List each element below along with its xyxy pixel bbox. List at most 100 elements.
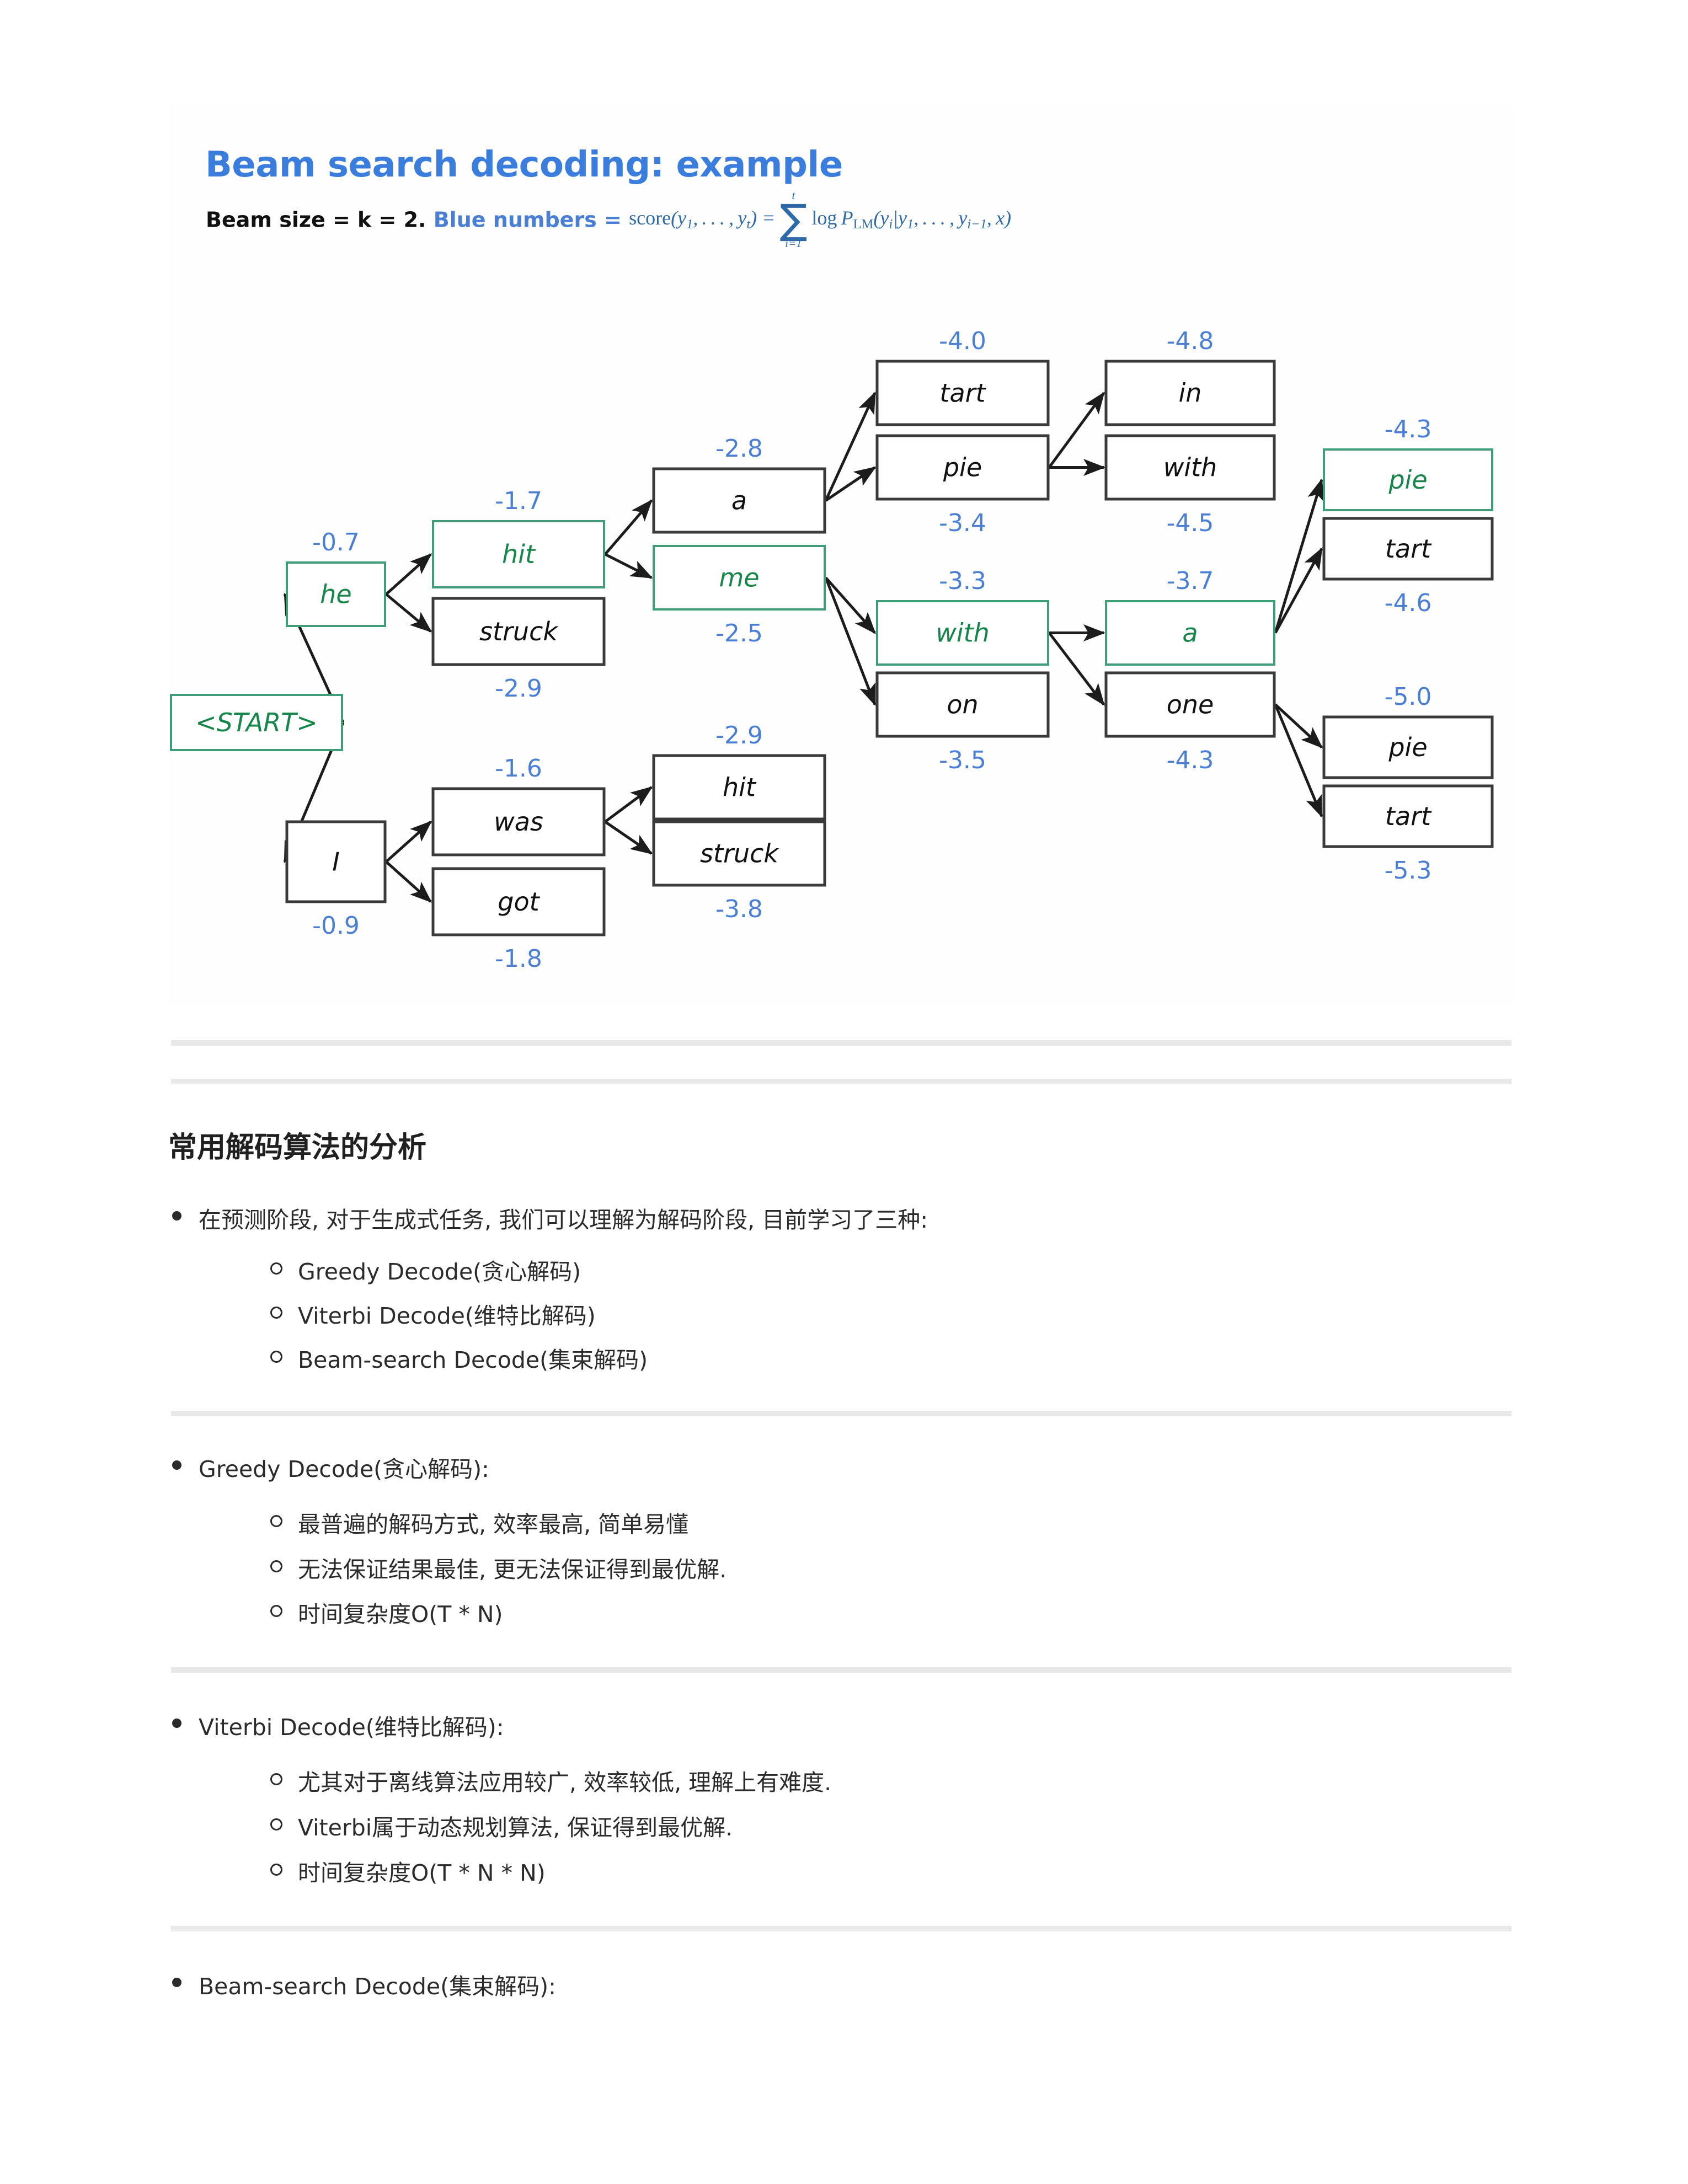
tree-node-was[interactable]: was -1.6 — [431, 754, 606, 857]
tree-node-layer: <START> he-0.7I -0.9 hit-1.7 struck -2.9 was -1… — [170, 327, 1494, 973]
node-score: -5.3 — [1385, 857, 1432, 885]
node-score: -1.6 — [495, 754, 542, 783]
tree-node-tart2[interactable]: tart-4.6 — [1322, 517, 1494, 617]
tree-node-he[interactable]: he-0.7 — [286, 528, 386, 627]
tree-edge — [385, 820, 432, 863]
tree-edge — [1048, 631, 1105, 706]
beam-size-label: Beam size = k = 2. — [206, 207, 426, 232]
node-label: was — [494, 807, 543, 837]
node-box — [1322, 784, 1494, 848]
tree-node-got[interactable]: got-1.8 — [431, 867, 606, 973]
node-score: -5.0 — [1385, 683, 1432, 711]
node-label: tart — [939, 378, 986, 408]
node-score: -4.8 — [1167, 327, 1214, 355]
list-item: 最普遍的解码方式, 效率最高, 简单易懂 — [270, 1506, 688, 1539]
beam-search-tree: <START> he-0.7I -0.9 hit-1.7 struck -2.9 was -1… — [170, 327, 1494, 973]
node-label: on — [947, 690, 978, 720]
beam-search-slide-figure: Beam search decoding: example Beam size … — [168, 105, 1514, 1004]
node-box — [1104, 360, 1276, 426]
tree-node-with1[interactable]: with-3.3 — [876, 567, 1049, 666]
list-item: Beam-search Decode(集束解码) — [270, 1341, 648, 1374]
tree-edge — [604, 786, 653, 823]
node-box — [285, 820, 387, 903]
node-label: a — [731, 486, 747, 516]
node-box — [875, 434, 1050, 501]
list-item: 时间复杂度O(T * N) — [270, 1596, 503, 1629]
node-score: -3.5 — [939, 746, 986, 774]
tree-node-struck2[interactable]: struck -3.8 — [652, 820, 826, 923]
tree-node-tart3[interactable]: tart -5.3 — [1322, 784, 1494, 885]
node-box — [875, 671, 1050, 738]
tree-edge — [385, 553, 432, 596]
node-label: hit — [502, 539, 536, 569]
divider-1 — [171, 1040, 1511, 1046]
tree-node-me[interactable]: me-2.5 — [653, 545, 826, 647]
node-score: -2.9 — [715, 721, 763, 750]
node-box — [1105, 600, 1275, 666]
node-box — [431, 597, 606, 666]
node-label: struck — [479, 617, 559, 646]
tree-node-hit1[interactable]: hit-1.7 — [432, 487, 605, 588]
section-3-lead: Viterbi Decode(维特比解码): — [172, 1709, 504, 1742]
node-box — [431, 867, 606, 936]
node-score: -4.3 — [1167, 746, 1214, 774]
list-item: Viterbi属于动态规划算法, 保证得到最优解. — [270, 1809, 733, 1842]
node-score: -3.8 — [715, 895, 763, 923]
node-score: -3.7 — [1167, 567, 1214, 595]
node-label: he — [320, 580, 351, 609]
list-item: 尤其对于离线算法应用较广, 效率较低, 理解上有难度. — [270, 1764, 831, 1797]
tree-edge — [1274, 704, 1323, 818]
node-box — [286, 561, 386, 627]
list-item: Viterbi Decode(维特比解码) — [270, 1297, 596, 1330]
tree-node-pie1[interactable]: pie-3.4 — [875, 434, 1050, 537]
node-label: with — [936, 618, 990, 648]
slide-subtitle: Beam size = k = 2. Blue numbers = score(… — [206, 189, 1011, 250]
list-item: 无法保证结果最佳, 更无法保证得到最优解. — [270, 1551, 727, 1584]
node-score: -2.5 — [715, 619, 763, 647]
node-box — [1104, 671, 1276, 738]
tree-edge — [1274, 478, 1324, 634]
node-box — [876, 600, 1049, 666]
tree-node-pie2[interactable]: pie -4.3 — [1323, 415, 1493, 511]
tree-node-struck1[interactable]: struck -2.9 — [431, 597, 606, 703]
tree-edge — [825, 466, 877, 502]
tree-edge — [604, 820, 653, 855]
node-box — [431, 787, 606, 857]
page-heading: 常用解码算法的分析 — [168, 1131, 427, 1164]
tree-node-one[interactable]: one-4.3 — [1104, 671, 1276, 774]
tree-node-on[interactable]: on -3.5 — [875, 671, 1050, 774]
tree-node-hit2[interactable]: hit-2.9 — [652, 721, 826, 821]
tree-node-i[interactable]: I -0.9 — [285, 820, 387, 940]
tree-edge — [1048, 392, 1105, 468]
tree-node-a1[interactable]: a-2.8 — [652, 435, 826, 534]
node-score: -0.9 — [312, 912, 360, 940]
node-label: tart — [1385, 534, 1432, 564]
tree-node-pie3[interactable]: pie-5.0 — [1322, 683, 1494, 779]
list-item: 时间复杂度O(T * N * N) — [270, 1854, 546, 1887]
node-box — [652, 467, 826, 534]
node-label: a — [1182, 618, 1198, 648]
node-score: -3.4 — [939, 509, 986, 537]
tree-edge — [604, 499, 653, 555]
node-score: -2.9 — [495, 675, 542, 703]
section-4-lead: Beam-search Decode(集束解码): — [172, 1968, 556, 2001]
tree-node-tart1[interactable]: tart-4.0 — [875, 327, 1050, 426]
divider-4 — [171, 1667, 1511, 1673]
node-label: pie — [1388, 465, 1427, 495]
tree-node-in[interactable]: in -4.8 — [1104, 327, 1276, 426]
node-box — [1104, 434, 1276, 501]
tree-node-with2[interactable]: with-4.5 — [1104, 434, 1276, 537]
node-label: struck — [700, 839, 779, 869]
tree-edge — [385, 593, 432, 633]
tree-node-a2[interactable]: a -3.7 — [1105, 567, 1275, 666]
tree-edge — [1274, 547, 1323, 634]
node-label: tart — [1385, 801, 1432, 831]
node-box — [652, 820, 826, 887]
tree-node-start[interactable]: <START> — [170, 694, 343, 751]
divider-5 — [171, 1926, 1511, 1931]
node-box — [432, 520, 605, 588]
node-label: I — [332, 847, 340, 877]
node-label: in — [1179, 378, 1202, 408]
node-score: -4.3 — [1385, 415, 1432, 443]
